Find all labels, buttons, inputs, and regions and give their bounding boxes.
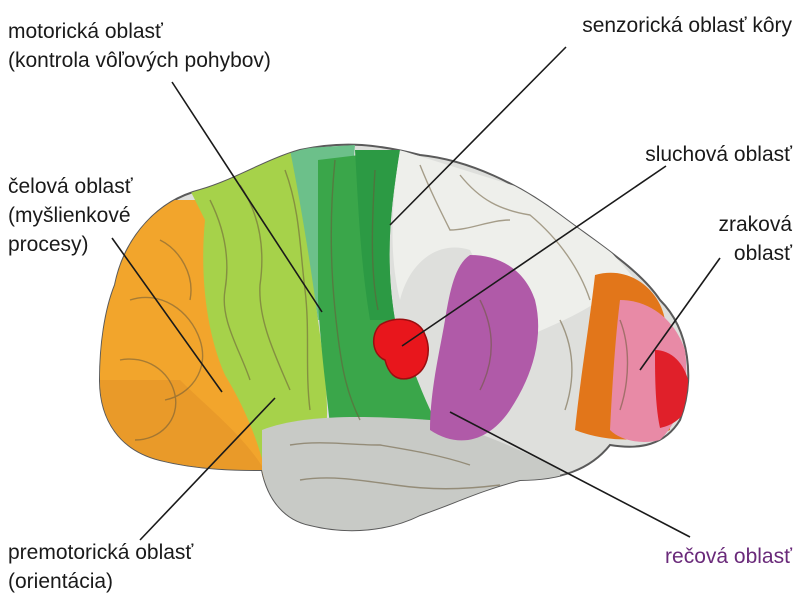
label-frontal-line1: čelová oblasť bbox=[8, 175, 133, 198]
leader-lines bbox=[111, 46, 721, 541]
leader-auditory bbox=[401, 165, 667, 347]
label-visual-line1: zraková bbox=[718, 213, 792, 236]
label-speech-area: rečová oblasť bbox=[665, 542, 792, 571]
label-premotor-area: premotorická oblasť (orientácia) bbox=[8, 538, 193, 596]
label-frontal-area: čelová oblasť (myšlienkové procesy) bbox=[8, 172, 133, 259]
label-speech-line1: rečová oblasť bbox=[665, 545, 792, 568]
label-auditory-line1: sluchová oblasť bbox=[645, 143, 792, 166]
label-visual-line2: oblasť bbox=[733, 242, 792, 265]
auditory-region bbox=[373, 318, 429, 380]
label-auditory-area: sluchová oblasť bbox=[645, 140, 792, 169]
sensory-region bbox=[392, 150, 650, 340]
leader-speech bbox=[449, 411, 691, 538]
leader-sensory bbox=[389, 46, 567, 226]
leader-visual bbox=[639, 257, 721, 371]
label-motor-line1: motorická oblasť bbox=[8, 20, 163, 43]
premotor-region bbox=[185, 150, 328, 470]
leader-motor bbox=[171, 81, 323, 313]
label-motor-line2: (kontrola vôľových pohybov) bbox=[8, 49, 271, 72]
leader-frontal bbox=[111, 237, 223, 393]
label-sensory-line1: senzorická oblasť kôry bbox=[582, 14, 792, 37]
leader-premotor bbox=[139, 397, 276, 541]
label-premotor-line2: (orientácia) bbox=[8, 570, 114, 593]
label-sensory-area: senzorická oblasť kôry bbox=[582, 11, 792, 40]
speech-region bbox=[430, 255, 539, 441]
label-visual-area: zraková oblasť bbox=[718, 210, 792, 268]
label-frontal-line2: (myšlienkové bbox=[8, 204, 131, 227]
label-frontal-line3: procesy) bbox=[8, 233, 89, 256]
label-premotor-line1: premotorická oblasť bbox=[8, 541, 194, 564]
label-motor-area: motorická oblasť (kontrola vôľových pohy… bbox=[8, 17, 271, 75]
